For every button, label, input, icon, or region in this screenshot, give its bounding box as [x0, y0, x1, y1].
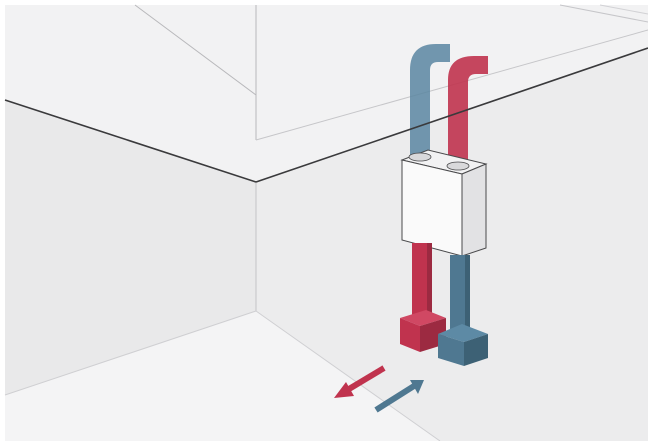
right-floor-edge: [255, 310, 441, 441]
arrow-up-right-icon: [374, 380, 424, 413]
ceiling-wall-edge-left: [4, 99, 257, 183]
extract-box-top: [438, 324, 488, 342]
unit-front: [401, 159, 463, 257]
left-wall: [5, 100, 256, 395]
floor: [5, 311, 440, 441]
left-floor-edge: [4, 310, 257, 396]
supply-box-front: [400, 318, 420, 352]
ceiling-edge-line-a: [559, 4, 648, 23]
arrow-down-left-icon: [334, 365, 386, 398]
extract-box-side: [464, 334, 488, 366]
upper-ducts: [410, 44, 488, 168]
supply-duct-lower-shade: [427, 243, 432, 319]
ceiling-edge-line-b: [599, 4, 648, 15]
flow-arrows: [334, 365, 424, 413]
unit-side: [461, 163, 487, 257]
ceiling: [5, 5, 648, 182]
unit-collar-red: [446, 161, 470, 171]
lower-ducts: [412, 243, 470, 333]
unit-collar-blue: [408, 152, 432, 162]
ceiling-wall-edge-right: [255, 47, 648, 183]
supply-box-top: [400, 310, 446, 326]
supply-duct-upper: [448, 56, 488, 168]
extract-duct-lower-shade: [465, 255, 470, 333]
room: [4, 4, 648, 441]
ventilation-unit: [400, 149, 488, 257]
floor-outlets: [400, 310, 488, 366]
ceiling-hip-line: [134, 4, 257, 96]
extract-duct-upper: [410, 44, 450, 160]
extract-box-front: [438, 334, 464, 366]
